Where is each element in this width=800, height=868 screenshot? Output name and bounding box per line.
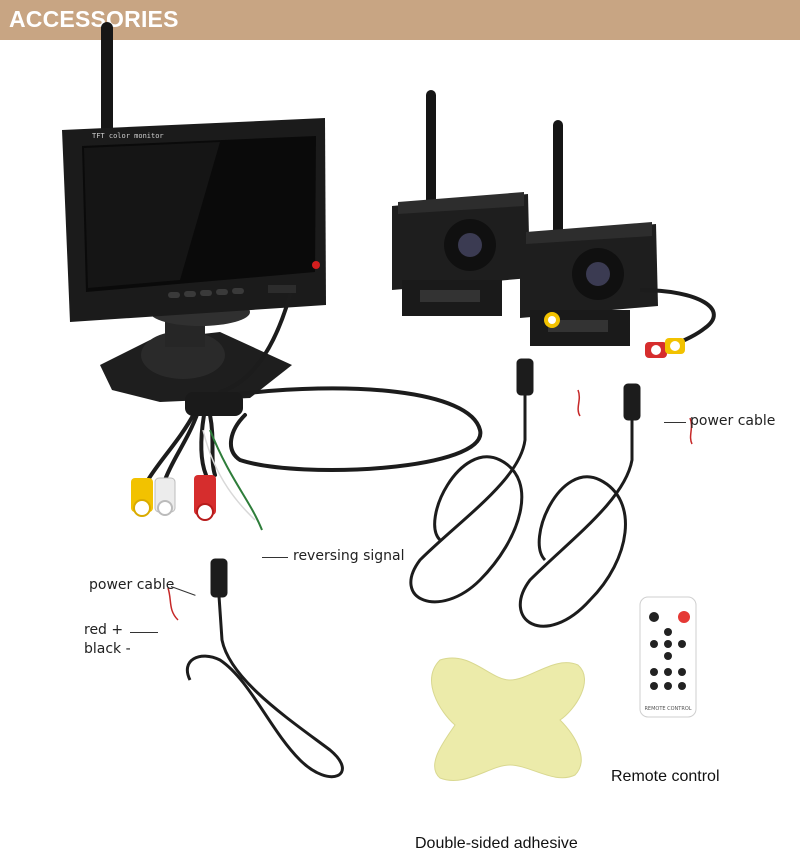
leader-reversing-signal <box>262 557 288 558</box>
black-minus-label: black - <box>84 641 131 657</box>
camera-rca-connectors <box>544 312 685 358</box>
rca-yellow-connector <box>131 478 153 517</box>
leader-red-plus <box>130 632 158 633</box>
camera-2 <box>520 120 658 346</box>
reversing-signal-label: reversing signal <box>293 548 405 564</box>
red-plus-label: red + <box>84 622 124 638</box>
section-header: ACCESSORIES <box>0 0 800 40</box>
camera-power-cable-2 <box>518 383 641 628</box>
camera-power-cable-1 <box>409 358 534 604</box>
monitor-cable-harness <box>146 293 483 482</box>
power-cable-label-right: power cable <box>690 413 776 429</box>
section-title: ACCESSORIES <box>9 6 179 32</box>
monitor: TFT color monitor <box>62 118 326 322</box>
adhesive-label: Double-sided adhesive <box>415 835 578 852</box>
remote-control-label: Remote control <box>611 768 720 785</box>
camera-1 <box>392 90 530 316</box>
monitor-power-cable <box>185 558 344 779</box>
remote-brand: REMOTE CONTROL <box>644 706 691 712</box>
double-sided-adhesive <box>431 657 585 781</box>
power-cable-label-left: power cable <box>89 577 175 593</box>
rca-white-connector <box>154 477 176 516</box>
reversing-signal-wire <box>209 429 263 531</box>
remote-control: REMOTE CONTROL <box>639 596 697 718</box>
rca-red-connector <box>194 475 216 521</box>
monitor-brand: TFT color monitor <box>92 132 164 140</box>
monitor-antenna <box>101 22 113 140</box>
cable-junction <box>185 392 243 416</box>
leader-power-cable-right <box>664 422 686 423</box>
